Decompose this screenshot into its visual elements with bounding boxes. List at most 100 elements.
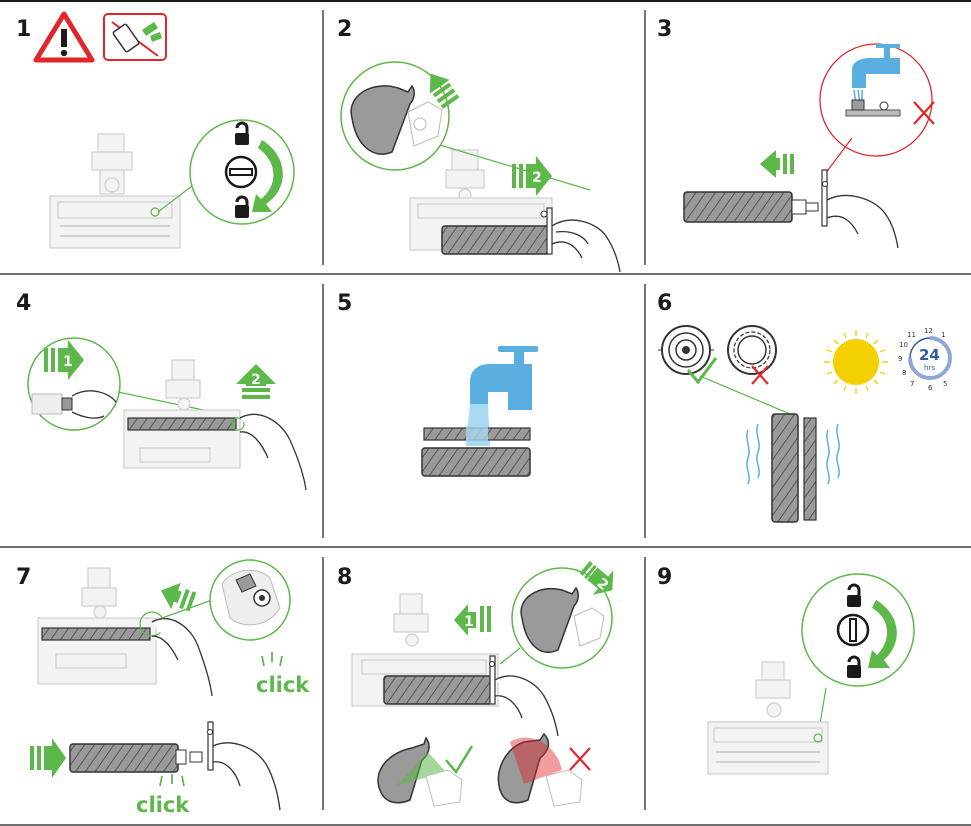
click-label: click [136, 793, 190, 817]
svg-text:1: 1 [464, 614, 474, 630]
step-number-5: 5 [337, 291, 352, 316]
step-3-panel [683, 43, 935, 249]
cleaner-head-outline [49, 133, 181, 249]
svg-text:6: 6 [928, 384, 933, 392]
step-1-panel [33, 11, 295, 249]
roller-removed [441, 207, 553, 255]
step-number-9: 9 [657, 565, 672, 590]
lift-arrow-2: 2 [236, 364, 276, 399]
step-number-7: 7 [16, 565, 31, 590]
svg-text:1: 1 [941, 331, 945, 339]
zoom-leader-line [699, 375, 791, 415]
sun-icon [824, 330, 888, 394]
roller-end-tangled [727, 325, 777, 375]
zoom-circle-lock [801, 573, 915, 687]
red-cross-icon [751, 365, 769, 385]
brush-roller [127, 417, 237, 431]
step-number-8: 8 [337, 565, 352, 590]
step-5-panel [421, 346, 538, 477]
zoom-circle-lock [189, 119, 295, 225]
svg-text:10: 10 [899, 341, 908, 349]
dial-latch [836, 613, 870, 647]
roller-large [421, 447, 531, 477]
water-tap-icon [852, 44, 900, 88]
hand [239, 413, 307, 491]
green-check-icon [686, 357, 718, 385]
24-hour-timer-icon: 24 hrs 12 1 11 10 9 8 7 6 5 [898, 327, 952, 392]
svg-text:hrs: hrs [924, 364, 935, 372]
push-arrow-right [30, 738, 66, 778]
click-label: click [256, 673, 310, 697]
svg-text:8: 8 [902, 369, 906, 377]
svg-text:11: 11 [907, 331, 916, 339]
roller-end-clean [658, 325, 714, 375]
svg-text:5: 5 [943, 380, 947, 388]
hand [551, 219, 621, 273]
roller-inserting [383, 655, 496, 705]
slide-arrow-1: 1 [44, 340, 84, 380]
step-8-panel: 1 2 [351, 561, 614, 807]
zoom-leader-line [157, 185, 193, 213]
rotate-arrow [252, 140, 283, 212]
cleaner-head-outline [123, 359, 241, 469]
step-number-6: 6 [657, 291, 672, 316]
step-2-panel: 2 [340, 61, 621, 273]
roller-upright-thin [803, 417, 817, 521]
slide-arrow-2: 2 [512, 156, 552, 196]
hand [151, 618, 213, 697]
unplug-power-icon [103, 13, 167, 61]
water-tap-icon [470, 346, 538, 410]
step-number-1: 1 [16, 17, 31, 42]
svg-text:2: 2 [251, 372, 261, 388]
zoom-circle-endcap [511, 567, 613, 669]
hand [494, 675, 559, 737]
roller-removed [683, 169, 828, 227]
svg-text:7: 7 [910, 380, 914, 388]
rotate-arrow [868, 600, 897, 668]
roller-upright-large [771, 413, 799, 523]
step-number-2: 2 [337, 17, 352, 42]
insert-arrow-1: 1 [454, 604, 491, 636]
unlocked-padlock-icon [847, 583, 861, 607]
drying-heat-lines [746, 423, 840, 485]
step-number-4: 4 [16, 291, 31, 316]
locked-padlock-icon [235, 195, 249, 218]
zoom-leader-line [499, 647, 521, 665]
locked-padlock-icon [847, 655, 861, 678]
svg-text:9: 9 [898, 355, 902, 363]
step-9-panel [707, 573, 915, 775]
unlocked-padlock-icon [235, 121, 249, 145]
svg-text:2: 2 [532, 170, 542, 186]
click-marks [261, 652, 283, 667]
slide-arrow-left [760, 150, 794, 178]
svg-text:24: 24 [919, 346, 940, 364]
pull-arrow-up [429, 73, 460, 109]
warning-triangle-icon [33, 11, 95, 63]
dial-latch [224, 155, 258, 189]
cleaner-head-outline [37, 567, 157, 685]
insert-arrow-left [160, 582, 197, 612]
zoom-circle-endcap [209, 559, 291, 641]
step-7-panel: click click [30, 559, 310, 817]
step-number-3: 3 [657, 17, 672, 42]
step-6-panel: 24 hrs 12 1 11 10 9 8 7 6 5 [658, 325, 952, 523]
step-4-panel: 1 2 [27, 337, 307, 491]
endcap-correct [377, 736, 474, 807]
brush-roller [41, 627, 151, 641]
green-check-icon [445, 745, 474, 775]
hand [212, 742, 281, 811]
lock-arrow-2: 2 [579, 561, 614, 595]
zoom-circle-endcap [340, 61, 450, 171]
red-cross-icon [913, 101, 935, 125]
hand [826, 194, 899, 249]
red-cross-icon [569, 747, 591, 771]
svg-text:1: 1 [63, 354, 73, 370]
endcap-incorrect [497, 732, 591, 807]
click-marks [159, 774, 185, 787]
svg-text:12: 12 [924, 327, 933, 335]
cleaner-head-outline [707, 661, 829, 775]
zoom-circle-tap [819, 43, 935, 157]
roller-large [69, 743, 179, 773]
